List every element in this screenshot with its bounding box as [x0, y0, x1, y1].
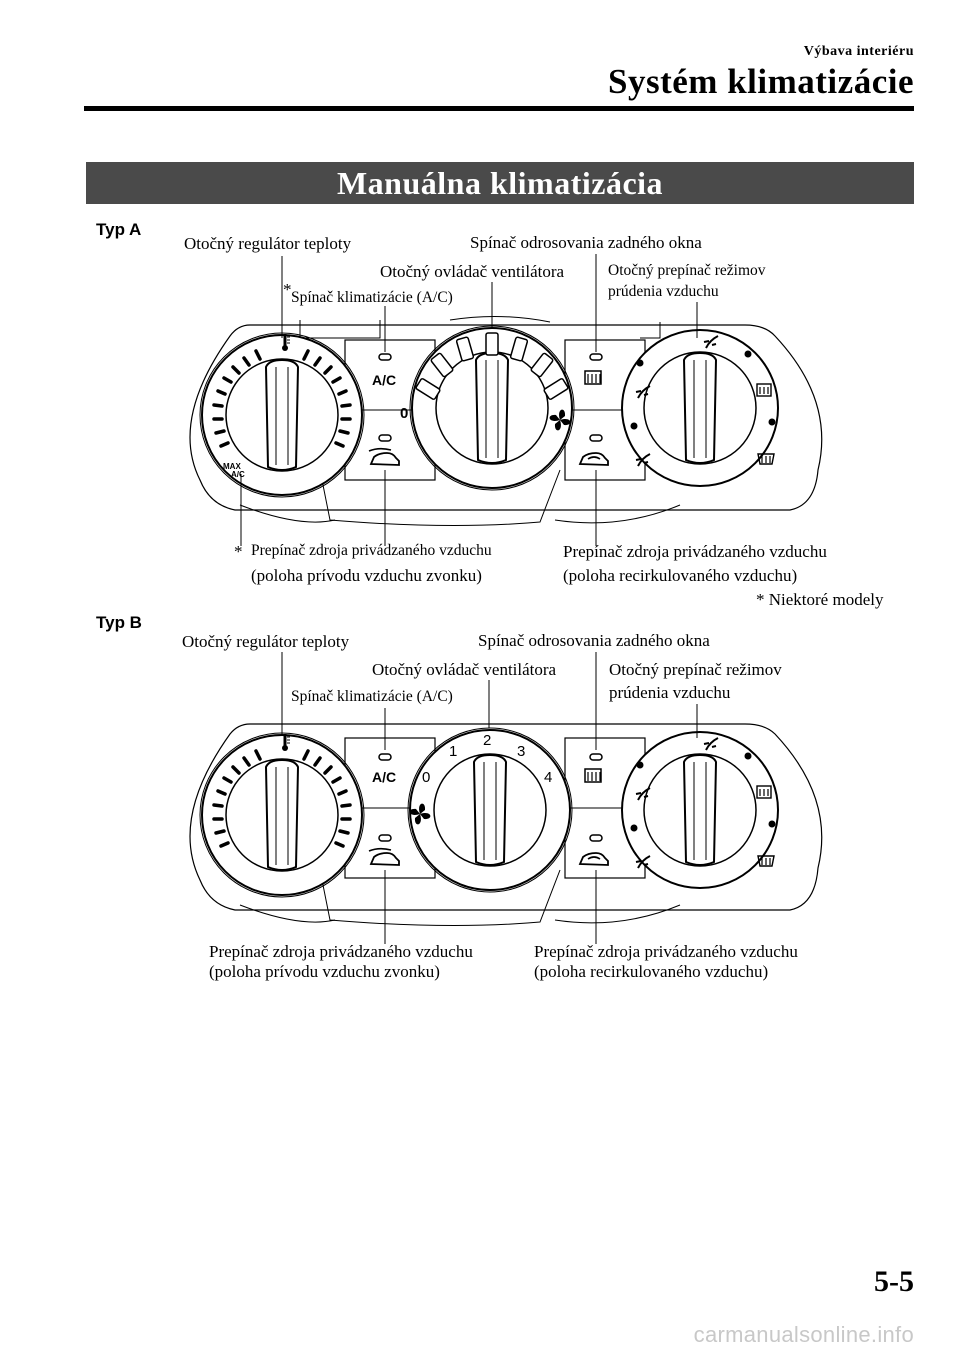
type-b-ac-text: A/C	[372, 769, 396, 785]
type-a-ac-text: A/C	[372, 372, 396, 388]
type-b-intake-outside-label-1: Prepínač zdroja privádzaného vzduchu	[209, 942, 473, 961]
type-a-ac-asterisk: *	[283, 280, 292, 299]
type-a-mode-selector-label-2: prúdenia vzduchu	[608, 283, 719, 300]
type-a-panel	[189, 254, 823, 546]
type-b-mode-selector-label-1: Otočný prepínač režimov	[609, 660, 782, 679]
type-b-intake-recirc-label-2: (poloha recirkulovaného vzduchu)	[534, 962, 769, 981]
watermark: carmanualsonline.info	[693, 1322, 914, 1347]
type-b-panel	[189, 652, 823, 944]
type-a-max-text-1: MAX	[223, 462, 241, 471]
type-b-fan-4-text: 4	[544, 769, 552, 786]
type-b-intake-outside-label-2: (poloha prívodu vzduchu zvonku)	[209, 962, 440, 981]
type-a-max-text-2: A/C	[231, 470, 245, 479]
type-a-footnote: * Niektoré modely	[756, 590, 884, 609]
section-banner: Manuálna klimatizácia	[86, 162, 914, 204]
type-a-intake-outside-label-1: Prepínač zdroja privádzaného vzduchu	[251, 542, 492, 559]
type-b-callout-lines	[281, 652, 698, 944]
type-b-fan-2-text: 2	[483, 732, 491, 749]
type-a-intake-recirc-label-2: (poloha recirkulovaného vzduchu)	[563, 566, 798, 585]
type-a-fan-off-text: 0	[400, 405, 408, 422]
type-b-temp-dial-label: Otočný regulátor teploty	[182, 632, 350, 651]
type-b-fan-control-label: Otočný ovládač ventilátora	[372, 660, 557, 679]
section-name: Výbava interiéru	[803, 44, 914, 59]
type-a-fan-control-label: Otočný ovládač ventilátora	[380, 262, 565, 281]
type-b-ac-switch-label: Spínač klimatizácie (A/C)	[291, 688, 453, 705]
page-title: Systém klimatizácie	[608, 62, 914, 101]
type-b-fan-0-text: 0	[422, 769, 430, 786]
type-a-intake-recirc-label-1: Prepínač zdroja privádzaného vzduchu	[563, 542, 827, 561]
type-b-intake-recirc-label-1: Prepínač zdroja privádzaného vzduchu	[534, 942, 798, 961]
page-number: 5-5	[874, 1265, 914, 1298]
type-b-label: Typ B	[96, 613, 142, 632]
type-b-fan-1-text: 1	[449, 743, 457, 760]
type-b-fan-3-text: 3	[517, 743, 525, 760]
type-b-rear-defrost-label: Spínač odrosovania zadného okna	[478, 631, 710, 650]
type-b-mode-selector-label-2: prúdenia vzduchu	[609, 683, 731, 702]
type-a-intake-outside-label-2: (poloha prívodu vzduchu zvonku)	[251, 566, 482, 585]
type-a-intake-outside-asterisk: *	[234, 542, 243, 561]
type-a-label: Typ A	[96, 220, 142, 239]
type-a-callout-lines	[240, 254, 698, 546]
type-a-mode-selector-label-1: Otočný prepínač režimov	[608, 262, 766, 279]
header-rule	[84, 106, 914, 111]
type-a-temp-dial-label: Otočný regulátor teploty	[184, 234, 352, 253]
type-a-ac-switch-label: Spínač klimatizácie (A/C)	[291, 289, 453, 306]
type-a-rear-defrost-label: Spínač odrosovania zadného okna	[470, 233, 702, 252]
